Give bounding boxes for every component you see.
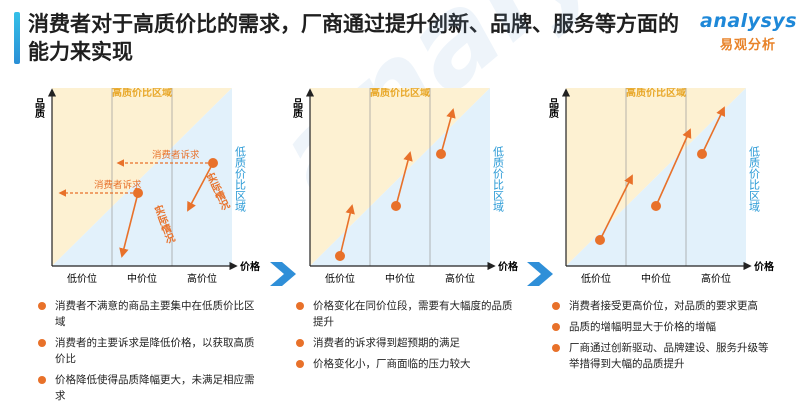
actual-arrow	[187, 162, 214, 212]
product-point	[335, 251, 345, 261]
low-zone-label: 低质价比区域	[748, 146, 761, 212]
low-value-zone	[52, 88, 232, 266]
low-zone-label: 低质价比区域	[492, 146, 505, 212]
product-point	[697, 149, 707, 159]
bullet-item: 消费者的主要诉求是降低价格，以获取高质价比	[38, 335, 258, 367]
product-point	[595, 235, 605, 245]
bullet-item: 品质的增幅明显大于价格的增幅	[552, 319, 772, 335]
improvement-arrow	[395, 151, 413, 207]
high-zone-label: 高质价比区域	[626, 88, 686, 99]
bullet-item: 价格变化在同价位段，需要有大幅度的品质提升	[296, 298, 516, 330]
panel-1-diagram: 品质 价格 低价位 中价位 高价位 高质价比区域 低质价比区域 消费者诉求 消费…	[33, 88, 261, 285]
tick-high: 高价位	[701, 272, 731, 285]
panel-2-diagram: 品质 价格 低价位 中价位 高价位 高质价比区域 低质价比区域	[291, 88, 519, 285]
bullet-dot-icon	[38, 376, 46, 384]
panel-3-diagram: 品质 价格 低价位 中价位 高价位 高质价比区域 低质价比区域	[547, 88, 775, 285]
chevron-right-icon	[527, 262, 553, 286]
bullet-item: 消费者的诉求得到超预期的满足	[296, 335, 516, 351]
tick-high: 高价位	[445, 272, 475, 285]
tick-mid: 中价位	[385, 272, 415, 285]
bullet-dot-icon	[38, 302, 46, 310]
tick-low: 低价位	[581, 272, 611, 285]
y-axis-label: 品质	[291, 98, 303, 119]
actual-arrow	[119, 192, 139, 258]
wish-label: 消费者诉求	[94, 179, 142, 191]
bullet-item: 价格降低使得品质降幅更大，未满足相应需求	[38, 372, 258, 404]
product-point	[436, 149, 446, 159]
bullet-dot-icon	[38, 339, 46, 347]
panel-2-bullets: 价格变化在同价位段，需要有大幅度的品质提升 消费者的诉求得到超预期的满足 价格变…	[296, 298, 516, 377]
wish-label: 消费者诉求	[152, 149, 200, 161]
tick-mid: 中价位	[641, 272, 671, 285]
bullet-dot-icon	[296, 302, 304, 310]
title-accent-bar	[14, 12, 20, 64]
tick-low: 低价位	[325, 272, 355, 285]
bullet-dot-icon	[552, 344, 560, 352]
bullet-item: 消费者接受更高价位，对品质的要求更高	[552, 298, 772, 314]
high-zone-label: 高质价比区域	[112, 88, 172, 99]
panel-3-bullets: 消费者接受更高价位，对品质的要求更高 品质的增幅明显大于价格的增幅 厂商通过创新…	[552, 298, 772, 377]
bullet-item: 价格变化小，厂商面临的压力较大	[296, 356, 516, 372]
product-point	[208, 158, 218, 168]
logo-text-zh: 易观分析	[720, 38, 777, 53]
x-axis-label: 价格	[240, 260, 261, 273]
bullet-item: 厂商通过创新驱动、品牌建设、服务升级等举措得到大幅的品质提升	[552, 340, 772, 372]
tick-low: 低价位	[67, 272, 97, 285]
logo-text-en: analysys	[700, 10, 798, 32]
high-zone-label: 高质价比区域	[370, 88, 430, 99]
upgrade-arrow	[599, 174, 633, 241]
low-value-zone	[310, 88, 490, 266]
bullet-dot-icon	[552, 302, 560, 310]
product-point	[133, 188, 143, 198]
x-axis-label: 价格	[754, 260, 775, 273]
improvement-arrow	[339, 204, 355, 257]
y-axis-label: 品质	[547, 98, 559, 119]
x-axis-label: 价格	[498, 260, 519, 273]
product-point	[391, 201, 401, 211]
bullet-dot-icon	[552, 323, 560, 331]
chevron-right-icon	[270, 262, 296, 286]
upgrade-arrow	[655, 128, 692, 207]
page-title: 消费者对于高质价比的需求，厂商通过提升创新、品牌、服务等方面的能力来实现	[28, 12, 679, 64]
upgrade-arrow	[701, 106, 726, 155]
tick-high: 高价位	[187, 272, 217, 285]
y-axis-label: 品质	[33, 98, 45, 119]
improvement-arrow	[440, 108, 456, 155]
bullet-dot-icon	[296, 339, 304, 347]
bullet-dot-icon	[296, 360, 304, 368]
panel-1-bullets: 消费者不满意的商品主要集中在低质价比区域 消费者的主要诉求是降低价格，以获取高质…	[38, 298, 258, 409]
low-zone-label: 低质价比区域	[234, 146, 247, 212]
bullet-item: 消费者不满意的商品主要集中在低质价比区域	[38, 298, 258, 330]
tick-mid: 中价位	[127, 272, 157, 285]
product-point	[651, 201, 661, 211]
analysys-logo: analysys 易观分析	[700, 10, 798, 54]
low-value-zone	[566, 88, 746, 266]
